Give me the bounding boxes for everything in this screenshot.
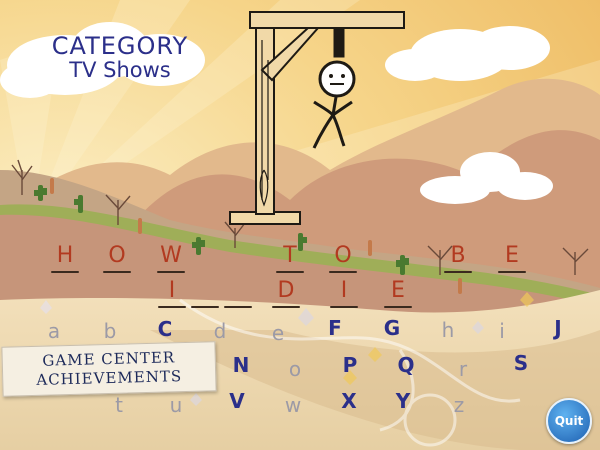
slot-letter: W <box>160 243 182 268</box>
key-h[interactable]: h <box>441 318 455 342</box>
slot-letter: E <box>391 278 405 303</box>
key-p[interactable]: P <box>342 353 358 377</box>
key-a[interactable]: a <box>47 319 61 343</box>
slot-underline <box>276 271 304 273</box>
letter-slot: H <box>50 243 80 275</box>
slot-underline <box>224 306 252 308</box>
category-display: CATEGORY TV Shows <box>50 32 190 83</box>
slot-underline <box>51 271 79 273</box>
cloud-top-right <box>385 26 550 81</box>
key-q[interactable]: Q <box>397 353 415 377</box>
key-z[interactable]: z <box>453 393 465 417</box>
slot-letter: I <box>340 278 348 303</box>
key-x[interactable]: X <box>341 389 357 413</box>
slot-underline <box>191 306 219 308</box>
key-o[interactable]: o <box>288 357 302 381</box>
key-n[interactable]: N <box>232 353 250 377</box>
key-g[interactable]: G <box>383 316 401 340</box>
key-j[interactable]: J <box>554 316 562 340</box>
cloud-left <box>0 22 205 98</box>
key-s[interactable]: S <box>513 351 529 375</box>
slot-underline <box>103 271 131 273</box>
key-b[interactable]: b <box>103 319 117 343</box>
key-i[interactable]: i <box>499 319 505 343</box>
game-center-achievements-button[interactable]: GAME CENTER ACHIEVEMENTS <box>1 341 217 397</box>
slot-underline <box>272 306 300 308</box>
key-r[interactable]: r <box>458 357 468 381</box>
key-v[interactable]: V <box>229 389 245 413</box>
slot-letter: D <box>277 278 295 303</box>
slot-letter: I <box>168 278 176 303</box>
letter-slot: I <box>157 278 187 310</box>
category-title: CATEGORY <box>51 32 189 60</box>
slot-underline <box>157 271 185 273</box>
letter-slot-blank <box>223 278 253 310</box>
hangman-figure <box>312 28 356 149</box>
key-d[interactable]: d <box>213 319 227 343</box>
letter-slot: O <box>328 243 358 275</box>
key-y[interactable]: Y <box>395 389 411 413</box>
slot-letter: B <box>450 243 466 268</box>
letter-slot: O <box>102 243 132 275</box>
slot-letter: H <box>56 243 74 268</box>
letter-slot: D <box>271 278 301 310</box>
letter-slot: W <box>156 243 186 275</box>
letter-slot: T <box>275 243 305 275</box>
key-t[interactable]: t <box>115 393 123 417</box>
slot-letter: O <box>108 243 126 268</box>
key-f[interactable]: F <box>328 316 342 340</box>
key-e[interactable]: e <box>271 321 285 345</box>
letter-slot-blank <box>190 278 220 310</box>
letter-slot: E <box>383 278 413 310</box>
slot-underline <box>330 306 358 308</box>
letter-slot: E <box>497 243 527 275</box>
slot-letter: O <box>334 243 352 268</box>
key-w[interactable]: w <box>284 393 302 417</box>
quit-button[interactable]: Quit <box>546 398 592 444</box>
cloud-mid-right <box>420 152 553 204</box>
letter-slot: I <box>329 278 359 310</box>
key-u[interactable]: u <box>169 393 183 417</box>
slot-underline <box>384 306 412 308</box>
slot-underline <box>444 271 472 273</box>
slot-letter: E <box>505 243 519 268</box>
key-c[interactable]: C <box>157 317 173 341</box>
slot-underline <box>158 306 186 308</box>
slot-letter: T <box>283 243 297 268</box>
gallows <box>229 11 405 225</box>
slot-underline <box>498 271 526 273</box>
slot-underline <box>329 271 357 273</box>
letter-slot: B <box>443 243 473 275</box>
category-value: TV Shows <box>69 58 171 83</box>
